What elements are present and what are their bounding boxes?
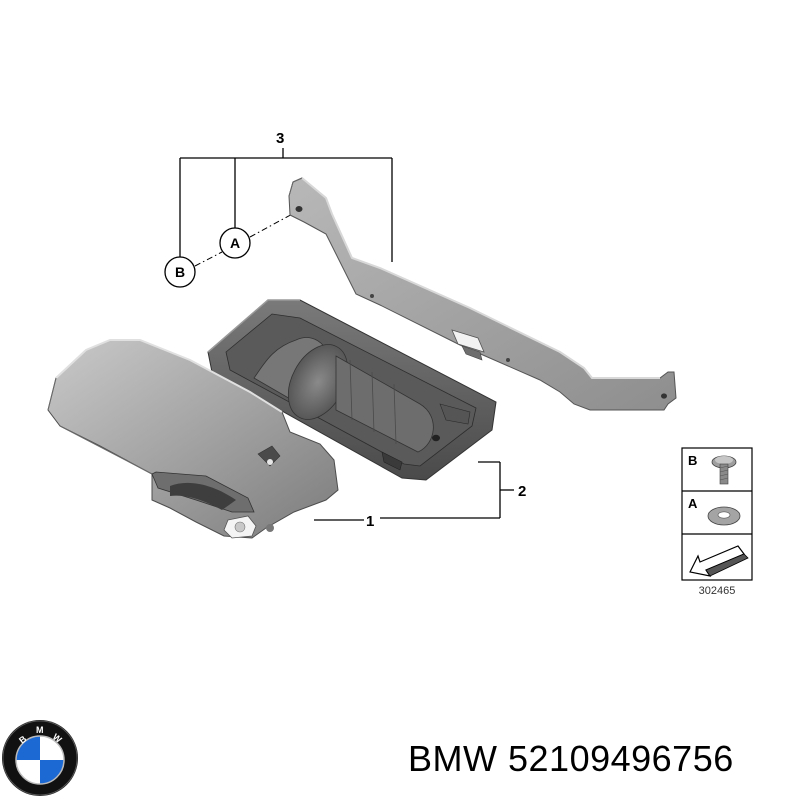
callout-2-label: 2 (518, 483, 526, 500)
bmw-logo-letter-b: B (17, 733, 29, 745)
circle-a-letter: A (230, 235, 240, 251)
callout-3-leader (179, 148, 393, 262)
footer-brand: BMW (408, 738, 498, 779)
footer-caption: BMW 52109496756 (408, 738, 734, 780)
cover-part-1 (47, 339, 339, 539)
legend-a-letter: A (688, 496, 698, 511)
callout-1-leader (314, 517, 500, 521)
fastener-legend: B A (681, 447, 753, 581)
callout-1-label: 1 (366, 513, 374, 530)
circle-b-letter: B (175, 264, 185, 280)
legend-b-letter: B (688, 453, 697, 468)
diagram-reference-number: 302465 (699, 585, 736, 597)
footer-part-number: 52109496756 (508, 738, 734, 779)
circle-b: B (164, 256, 196, 288)
washer-icon (707, 506, 741, 526)
direction-arrow-icon (689, 545, 749, 577)
screw-icon (711, 455, 737, 485)
circle-a: A (219, 227, 251, 259)
bmw-logo: B M W (2, 720, 78, 796)
callout-2-leader (478, 461, 514, 518)
bracket-part-3 (288, 177, 677, 411)
callout-3-label: 3 (276, 130, 284, 147)
bmw-logo-letter-m: M (36, 725, 44, 735)
fastener-dashed-leader (194, 211, 297, 267)
tray-part-2 (207, 299, 497, 481)
